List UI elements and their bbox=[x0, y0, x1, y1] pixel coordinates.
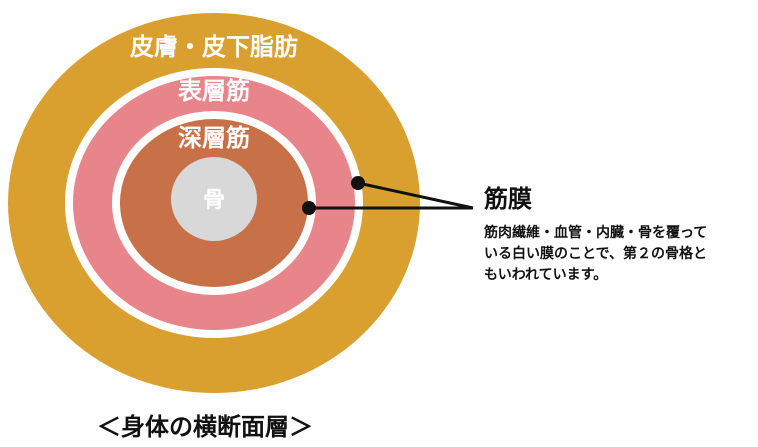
skin-fat-label: 皮膚・皮下脂肪 bbox=[130, 33, 298, 61]
fascia-title: 筋膜 bbox=[484, 185, 532, 213]
diagram-caption: ＜身体の横断面層＞ bbox=[97, 413, 313, 441]
fascia-description-line: いる白い膜のことで、第２の骨格と bbox=[484, 246, 708, 262]
callout-dot-outer bbox=[351, 176, 365, 190]
bone bbox=[171, 157, 257, 241]
deep-muscle-label: 深層筋 bbox=[178, 124, 250, 152]
callout-line-outer bbox=[357, 181, 474, 210]
callout-dot-inner bbox=[302, 201, 316, 215]
bone-label: 骨 bbox=[203, 188, 225, 213]
superficial-muscle-label: 表層筋 bbox=[178, 77, 250, 105]
fascia-description-line: 筋肉繊維・血管・内臓・骨を覆って bbox=[484, 225, 708, 241]
fascia-description: 筋肉繊維・血管・内臓・骨を覆って いる白い膜のことで、第２の骨格と もいわれてい… bbox=[484, 223, 754, 286]
fascia-description-line: もいわれています。 bbox=[484, 267, 608, 283]
